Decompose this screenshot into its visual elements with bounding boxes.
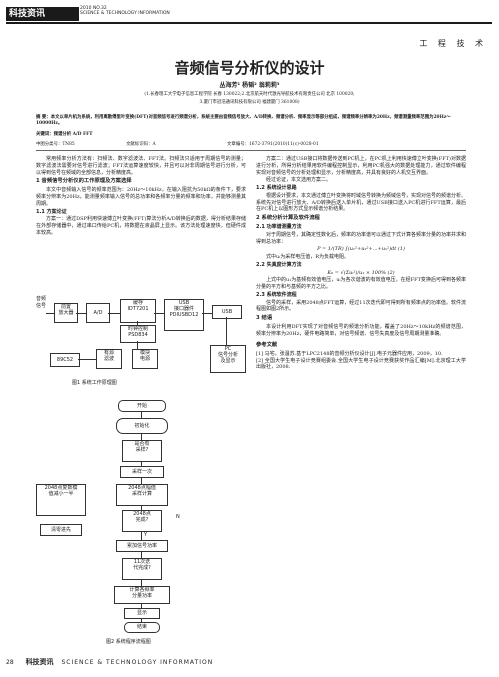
- cache-block: 缓存 IDT7201: [120, 299, 156, 323]
- clc-number: 中图分类号：TN85: [36, 142, 75, 147]
- calc-node: 2048点幅值 采样计算: [116, 484, 168, 506]
- article-title: 音频信号分析仪的设计: [174, 59, 325, 77]
- init-node: 初始化: [116, 418, 168, 434]
- connector: [76, 313, 86, 314]
- abstract: 摘 要：本文以单片机为系统，利用离散傅里叶变换(DFT)对音频信号进行频谱分析，…: [36, 115, 451, 126]
- scheme-2-paragraph: 方案二：通过USB接口将数据传送到PC机上，在PC机上利用快速傅立叶变换(FFT…: [256, 156, 466, 176]
- issue-number: 2010 NO.32: [80, 6, 107, 11]
- affiliation-line-1: (1.长春理工大学电子信息工程学院 长春 130022;2.北京航天时代激光导航…: [144, 92, 355, 97]
- iteration-check-node: 11次迭 代完成?: [122, 558, 162, 580]
- page-footer: 28 科技资讯 SCIENCE & TECHNOLOGY INFORMATION: [6, 657, 213, 667]
- ad-block: A/D: [86, 303, 110, 323]
- pc-analysis-block: PC 信号分析 及显示: [210, 345, 246, 373]
- section-2-2-heading: 2.2 失真度计算方法: [256, 261, 302, 268]
- separator-rule: [36, 150, 466, 151]
- figure-2-caption: 图2 系统程序流程图: [106, 639, 151, 645]
- section-1-paragraph: 本文中音频输入信号的频率范围为：20Hz～10kHz，在输入阻抗为50kΩ的条件…: [36, 187, 246, 207]
- power-module-block: 模块 电源: [132, 349, 158, 369]
- clear-node: 清零进先: [40, 524, 82, 536]
- section-label: 工 程 技 术: [419, 39, 487, 48]
- footer-journal: 科技资讯: [25, 658, 54, 666]
- article-number: 文章编号：1672-3791(2010)11(c)-0028-01: [227, 142, 319, 147]
- usb-block: USB: [212, 305, 242, 319]
- journal-english-name: SCIENCE & TECHNOLOGY INFORMATION: [80, 11, 170, 16]
- footer-journal-english: SCIENCE & TECHNOLOGY INFORMATION: [61, 659, 214, 666]
- journal-badge: 科技资讯: [6, 7, 79, 21]
- complete-check-node: 2048点 完成?: [122, 510, 162, 532]
- page-number: 28: [6, 659, 14, 666]
- equation-2-note: 上式中的u₁为基频有效值电压，uᵢ为各次谐波的有效值电压，在经FFT变换后可得到…: [256, 277, 466, 291]
- active-filter-block: 有源 滤波: [96, 349, 122, 369]
- equation-1-note: 式中uᵢ为采样电压值，R为负载电阻。: [266, 254, 349, 261]
- mcu-block: 89C52: [50, 353, 80, 367]
- preamp-block: 前置 放大器: [54, 303, 78, 323]
- reference-1: [1] 马宅，张温苏.基于LPC2148的音频分析仪设计[J].电子元器件应用，…: [256, 350, 443, 357]
- connector: [154, 313, 164, 314]
- section-2-1-paragraph: 对于周期信号，其确定性数化后，频率的功率谱可以通过下式计算各频率分量的功率并求和…: [256, 231, 467, 245]
- issue-info: 2010 NO.32 SCIENCE & TECHNOLOGY INFORMAT…: [80, 6, 170, 16]
- scheme-choice: 经过论证，本文选用方案二。: [266, 177, 332, 184]
- clock-control-block: 时钟控制 PSD834: [120, 325, 156, 343]
- display-node: 显示: [124, 608, 160, 619]
- section-2-1-heading: 2.1 功率谱测量方法: [256, 224, 302, 231]
- end-node: 结束: [124, 622, 160, 633]
- connector: [46, 313, 54, 314]
- sum-power-node: 累加信号功率: [116, 540, 168, 552]
- affiliation-line-2: 3.厦门市冠浩通讯科技有限公司 福建厦门 361008): [199, 100, 300, 105]
- section-1-1-heading: 1.1 方案论证: [36, 208, 67, 215]
- section-1-2-paragraph: 根据设计要求，本文通过傅立叶变换将时域信号转换为频域信号，实现对信号的频谱分析。…: [256, 192, 467, 213]
- figure-1-block-diagram: 音频 信号 前置 放大器 A/D 缓存 IDT7201 USB 接口器件 PDI…: [36, 293, 246, 393]
- right-column: 方案二：通过USB接口将数据传送到PC机上，在PC机上利用快速傅立叶变换(FFT…: [256, 156, 466, 371]
- left-column: 常用频率分析方法有：扫频法、数字滤波法、FFT法。扫频法只适用于周期信号的测量；…: [36, 156, 246, 238]
- document-code: 文献标识码：A: [126, 142, 156, 147]
- header-rule: [6, 22, 492, 24]
- start-node: 开始: [118, 400, 166, 412]
- section-1-2-heading: 1.2 系统设计思路: [256, 185, 297, 191]
- no-label: N: [176, 514, 180, 520]
- input-label: 音频 信号: [36, 296, 47, 309]
- connector: [108, 313, 120, 314]
- connector: [226, 317, 227, 345]
- conclusion-paragraph: 本设计利用DFT实现了对音频信号的频谱分析功能，覆盖了20Hz～10kHz的频谱…: [256, 324, 466, 338]
- connector: [137, 321, 138, 325]
- sample-check-node: 是否有 采样?: [122, 440, 162, 462]
- equation-2: K₀ = √(Σuᵢ²)/u₁ × 100% (2): [327, 269, 395, 276]
- spectrum-calc-node: 计算各频率 分量功率: [114, 586, 170, 604]
- section-1-heading: 1 音频信号分析仪的工作原理及方案选择: [36, 178, 132, 185]
- equation-1: P = 1/(TR) ∫(u₁²+u₂²+…+uₙ²)dt (1): [317, 246, 405, 253]
- yes-label: Y: [144, 532, 148, 538]
- section-2-heading: 2 系统分析计算及软件流程: [256, 215, 320, 221]
- intro-paragraph: 常用频率分析方法有：扫频法、数字滤波法、FFT法。扫频法只适用于周期信号的测量；…: [36, 156, 246, 176]
- figure-2-flowchart: 开始 初始化 是否有 采样? 采样一次 2048点复数模 值减小一半 清零进先 …: [36, 400, 246, 650]
- collect-node: 采样一次: [120, 466, 164, 478]
- reference-list: [1] 马宅，张温苏.基于LPC2148的音频分析仪设计[J].电子元器件应用，…: [256, 351, 466, 371]
- authors: 丛海芳¹ 杨韬² 翁莉莉³: [219, 82, 280, 89]
- section-2-3-heading: 2.3 系统软件流程: [256, 291, 297, 298]
- halve-node: 2048点复数模 值减小一半: [36, 484, 86, 516]
- section-1-1-paragraph: 方案一：通过DSP利用快速傅立叶变换(FFT)算法分析A/D转换后的数据，得分析…: [36, 216, 246, 236]
- usb-interface-block: USB 接口器件 PDIUSBD12: [164, 299, 204, 331]
- connector: [202, 313, 212, 314]
- connector: [137, 341, 138, 349]
- section-2-3-paragraph: 信号的采样，采用2048点FFT运算，经过11次迭代即可得到所有频率点的功率值。…: [256, 299, 466, 313]
- section-3-heading: 3 结语: [256, 315, 273, 322]
- figure-1-caption: 图1 系统工作原理图: [72, 380, 117, 386]
- keywords: 关键词：频谱分析 A/D FFT: [36, 132, 93, 137]
- reference-2: [2] 全国大学生电子设计竞赛组委会.全国大学生电子设计竞赛获奖作品汇编[M].…: [256, 357, 466, 371]
- references-heading: 参考文献: [256, 341, 278, 348]
- classification-row: 中图分类号：TN85 文献标识码：A 文章编号：1672-3791(2010)1…: [36, 142, 466, 148]
